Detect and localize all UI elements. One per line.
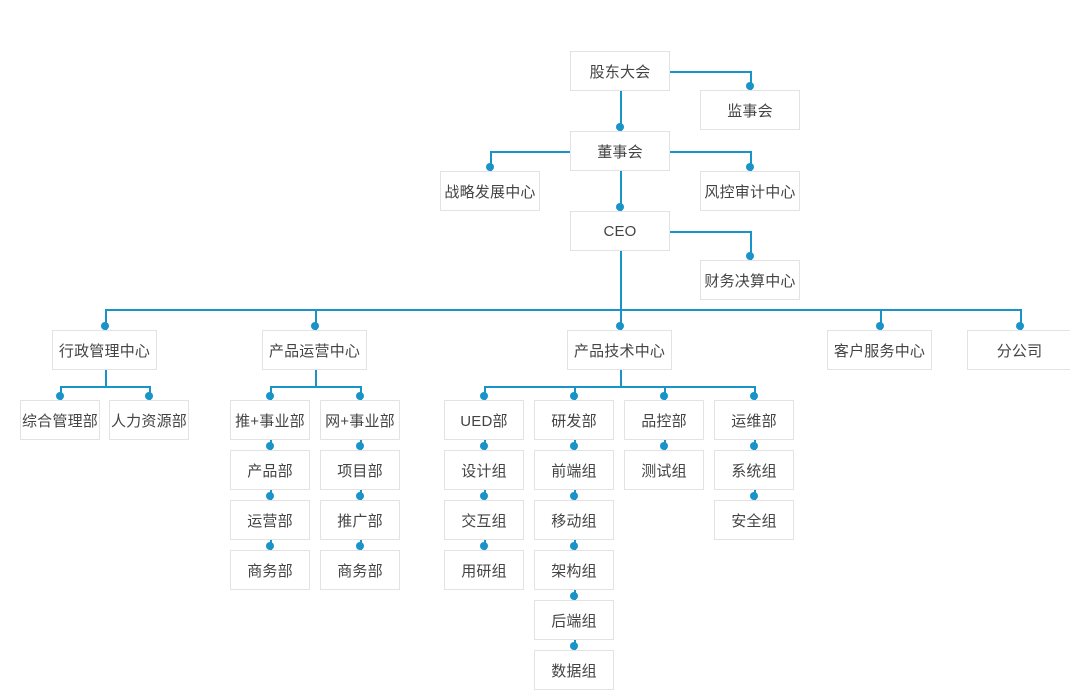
org-node-n8[interactable]: 行政管理中心 (52, 330, 157, 370)
org-node-n11[interactable]: 客户服务中心 (827, 330, 932, 370)
connector-line-n1-to-n2-h (670, 71, 750, 73)
connector-dot (616, 322, 624, 330)
connector-dot (356, 392, 364, 400)
org-node-n17[interactable]: 产品部 (230, 450, 310, 490)
connector-line-trunk-drop-n9 (315, 309, 317, 330)
connector-line-n1-to-n2-v (750, 71, 752, 90)
org-node-n18[interactable]: 项目部 (320, 450, 400, 490)
org-node-n14[interactable]: 人力资源部 (109, 400, 189, 440)
org-node-n20[interactable]: 推广部 (320, 500, 400, 540)
connector-dot (145, 392, 153, 400)
connector-line-n9-bar-h (270, 386, 360, 388)
connector-line-trunk-drop-n8 (105, 309, 107, 330)
org-node-n36[interactable]: 后端组 (534, 600, 614, 640)
org-node-n19[interactable]: 运营部 (230, 500, 310, 540)
org-node-n5[interactable]: 风控审计中心 (700, 171, 800, 211)
connector-line-trunk-drop-n12 (1020, 309, 1022, 330)
connector-dot (311, 322, 319, 330)
connector-dot (266, 392, 274, 400)
connector-line-n3-to-n6-v (620, 171, 622, 211)
connector-dot (750, 492, 758, 500)
connector-dot (570, 592, 578, 600)
org-node-n22[interactable]: 商务部 (320, 550, 400, 590)
connector-dot (570, 492, 578, 500)
connector-dot (480, 492, 488, 500)
connector-line-n1-to-n3-v (620, 91, 622, 131)
connector-line-trunk-drop-n10 (620, 309, 622, 330)
org-node-n6[interactable]: CEO (570, 211, 670, 251)
connector-dot (570, 642, 578, 650)
org-node-n34[interactable]: 用研组 (444, 550, 524, 590)
connector-dot (660, 442, 668, 450)
connector-dot (486, 163, 494, 171)
org-node-n33[interactable]: 安全组 (714, 500, 794, 540)
org-node-n24[interactable]: 研发部 (534, 400, 614, 440)
org-node-n13[interactable]: 综合管理部 (20, 400, 100, 440)
org-node-n25[interactable]: 品控部 (624, 400, 704, 440)
org-node-n12[interactable]: 分公司 (967, 330, 1070, 370)
connector-dot (356, 492, 364, 500)
connector-dot (266, 542, 274, 550)
connector-dot (480, 442, 488, 450)
connector-dot (1016, 322, 1024, 330)
connector-dot (356, 442, 364, 450)
connector-dot (750, 392, 758, 400)
connector-dot (570, 442, 578, 450)
org-node-n9[interactable]: 产品运营中心 (262, 330, 367, 370)
connector-dot (616, 123, 624, 131)
connector-dot (876, 322, 884, 330)
connector-line-n10-stem-v (620, 370, 622, 386)
connector-dot (570, 392, 578, 400)
connector-dot (480, 542, 488, 550)
org-node-n31[interactable]: 交互组 (444, 500, 524, 540)
org-node-n32[interactable]: 移动组 (534, 500, 614, 540)
connector-line-ceo-trunk-h (105, 309, 1020, 311)
connector-dot (746, 82, 754, 90)
org-node-n3[interactable]: 董事会 (570, 131, 670, 171)
connector-line-n3-to-n5-v (750, 151, 752, 171)
org-node-n29[interactable]: 测试组 (624, 450, 704, 490)
org-node-n16[interactable]: 网+事业部 (320, 400, 400, 440)
connector-dot (750, 442, 758, 450)
connector-line-n6-to-n7-h (670, 231, 750, 233)
connector-line-trunk-drop-n11 (880, 309, 882, 330)
connector-dot (616, 203, 624, 211)
org-node-n7[interactable]: 财务决算中心 (700, 260, 800, 300)
org-node-n30[interactable]: 系统组 (714, 450, 794, 490)
connector-line-n6-to-n7-v (750, 231, 752, 260)
connector-line-ceo-trunk-v (620, 251, 622, 309)
org-node-n27[interactable]: 设计组 (444, 450, 524, 490)
connector-dot (746, 252, 754, 260)
connector-line-n10-bar-h (484, 386, 754, 388)
org-node-n15[interactable]: 推+事业部 (230, 400, 310, 440)
connector-dot (746, 163, 754, 171)
connector-line-n8-bar-h (60, 386, 149, 388)
org-node-n28[interactable]: 前端组 (534, 450, 614, 490)
org-node-n1[interactable]: 股东大会 (570, 51, 670, 91)
org-node-n10[interactable]: 产品技术中心 (567, 330, 672, 370)
connector-dot (356, 542, 364, 550)
connector-dot (660, 392, 668, 400)
org-node-n35[interactable]: 架构组 (534, 550, 614, 590)
org-node-n2[interactable]: 监事会 (700, 90, 800, 130)
connector-dot (266, 442, 274, 450)
connector-line-n9-stem-v (315, 370, 317, 386)
org-node-n21[interactable]: 商务部 (230, 550, 310, 590)
connector-dot (480, 392, 488, 400)
org-node-n37[interactable]: 数据组 (534, 650, 614, 690)
connector-dot (266, 492, 274, 500)
org-node-n4[interactable]: 战略发展中心 (440, 171, 540, 211)
connector-dot (56, 392, 64, 400)
connector-dot (570, 542, 578, 550)
connector-dot (101, 322, 109, 330)
connector-line-n3-to-n4-v (490, 151, 492, 171)
org-node-n23[interactable]: UED部 (444, 400, 524, 440)
connector-line-n8-stem-v (105, 370, 107, 386)
org-node-n26[interactable]: 运维部 (714, 400, 794, 440)
